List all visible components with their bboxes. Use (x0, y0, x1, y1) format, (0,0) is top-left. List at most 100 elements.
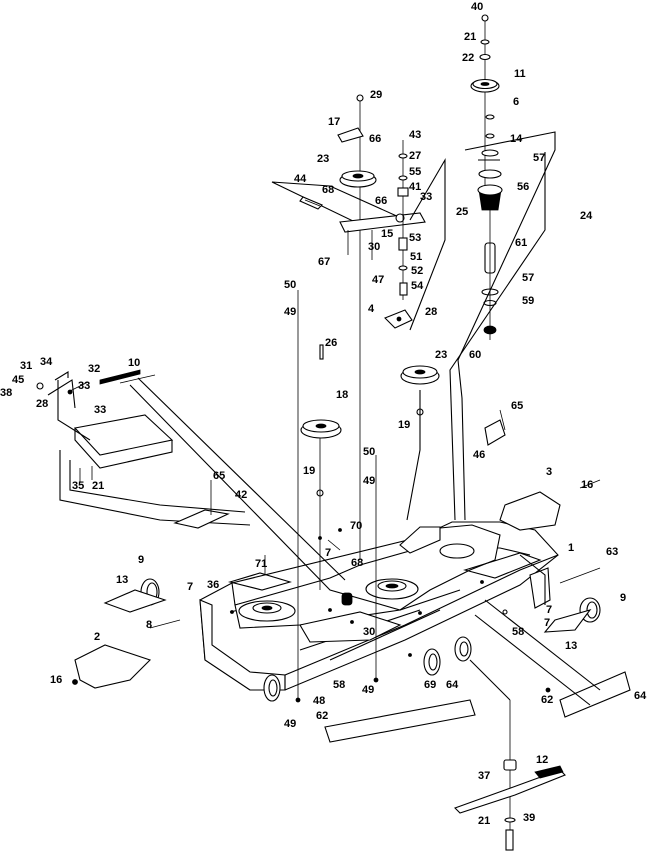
callout-30: 30 (363, 626, 375, 638)
callout-57: 57 (533, 152, 545, 164)
callout-13: 13 (565, 640, 577, 652)
callout-50: 50 (363, 446, 375, 458)
callout-43: 43 (409, 129, 421, 141)
callout-4: 4 (368, 303, 375, 315)
callout-15: 15 (381, 228, 393, 240)
callout-41: 41 (409, 181, 421, 193)
callout-17: 17 (328, 116, 340, 128)
callout-32: 32 (88, 363, 100, 375)
callout-56: 56 (517, 181, 529, 193)
callout-49: 49 (284, 306, 296, 318)
callout-24: 24 (580, 210, 593, 222)
callout-59: 59 (522, 295, 534, 307)
callout-13: 13 (116, 574, 128, 586)
callout-58: 58 (333, 679, 345, 691)
callout-8: 8 (146, 619, 152, 631)
callout-46: 46 (473, 449, 485, 461)
callout-68: 68 (322, 184, 334, 196)
drive-belt (449, 131, 556, 521)
callout-60: 60 (469, 349, 481, 361)
callout-18: 18 (336, 389, 348, 401)
callout-57: 57 (522, 272, 534, 284)
callout-40: 40 (471, 1, 483, 13)
callout-36: 36 (207, 579, 219, 591)
callout-28: 28 (36, 398, 48, 410)
callout-61: 61 (515, 237, 527, 249)
callout-65: 65 (511, 400, 523, 412)
left-pulley-18 (297, 290, 377, 700)
callout-26: 26 (325, 337, 337, 349)
blade-assembly (453, 659, 566, 851)
right-spindle-stack (470, 14, 503, 340)
callout-19: 19 (303, 465, 315, 477)
callout-7: 7 (544, 617, 550, 629)
callout-7: 7 (325, 547, 331, 559)
callout-53: 53 (409, 232, 421, 244)
callout-55: 55 (409, 166, 421, 178)
callout-21: 21 (464, 31, 476, 43)
callout-64: 64 (446, 679, 459, 691)
callout-16: 16 (581, 479, 593, 491)
callout-29: 29 (370, 89, 382, 101)
hardware-bolts (67, 374, 601, 703)
callout-62: 62 (316, 710, 328, 722)
callout-62: 62 (541, 694, 553, 706)
deflector-3 (499, 491, 561, 531)
callout-68: 68 (351, 557, 363, 569)
callout-42: 42 (235, 489, 247, 501)
callout-37: 37 (478, 770, 490, 782)
callout-33: 33 (420, 191, 432, 203)
callout-9: 9 (138, 554, 144, 566)
callout-1: 1 (568, 542, 574, 554)
callout-14: 14 (510, 133, 523, 145)
callout-labels: 40 21 22 11 6 14 57 56 24 61 57 59 60 29… (0, 1, 647, 827)
callout-44: 44 (294, 173, 307, 185)
callout-64: 64 (634, 690, 647, 702)
callout-49: 49 (362, 684, 374, 696)
callout-21: 21 (92, 480, 104, 492)
baffle-42 (173, 509, 230, 529)
left-belt-loop (129, 377, 461, 611)
callout-16: 16 (50, 674, 62, 686)
callout-30: 30 (368, 241, 380, 253)
callout-25: 25 (456, 206, 468, 218)
callout-7: 7 (546, 604, 552, 616)
callout-69: 69 (424, 679, 436, 691)
callout-28: 28 (425, 306, 437, 318)
callout-10: 10 (128, 357, 140, 369)
callout-65: 65 (213, 470, 225, 482)
callout-47: 47 (372, 274, 384, 286)
callout-50: 50 (284, 279, 296, 291)
callout-35: 35 (72, 480, 84, 492)
callout-31: 31 (20, 360, 32, 372)
callout-51: 51 (410, 251, 422, 263)
callout-23: 23 (317, 153, 329, 165)
callout-58: 58 (512, 626, 524, 638)
shield-2 (74, 644, 152, 689)
callout-2: 2 (94, 631, 100, 643)
callout-33: 33 (78, 380, 90, 392)
idler-arm-assembly (271, 94, 446, 560)
front-linkage (36, 369, 251, 526)
callout-33: 33 (94, 404, 106, 416)
callout-38: 38 (0, 387, 12, 399)
callout-9: 9 (620, 592, 626, 604)
callout-48: 48 (313, 695, 325, 707)
callout-22: 22 (462, 52, 474, 64)
callout-12: 12 (536, 754, 548, 766)
callout-23: 23 (435, 349, 447, 361)
callout-63: 63 (606, 546, 618, 558)
callout-67: 67 (318, 256, 330, 268)
callout-66: 66 (369, 133, 381, 145)
deck-housing (199, 521, 559, 691)
callout-3: 3 (546, 466, 552, 478)
callout-34: 34 (40, 356, 53, 368)
callout-7: 7 (187, 581, 193, 593)
callout-6: 6 (513, 96, 519, 108)
callout-21: 21 (478, 815, 490, 827)
callout-71: 71 (255, 558, 267, 570)
callout-19: 19 (398, 419, 410, 431)
callout-49: 49 (284, 718, 296, 730)
callout-27: 27 (409, 150, 421, 162)
